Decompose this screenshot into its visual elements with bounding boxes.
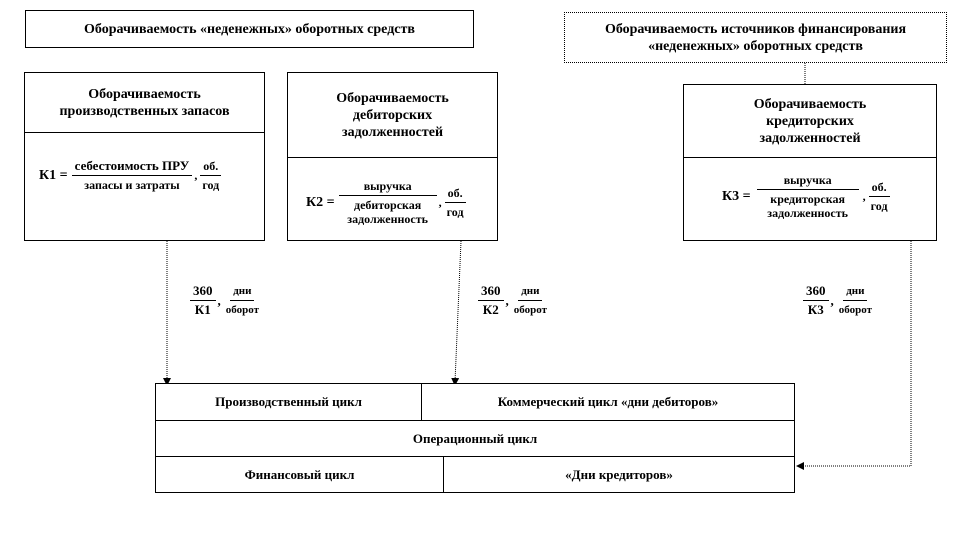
production-cycle-cell: Производственный цикл — [156, 384, 422, 421]
k1-formula: К1 = себестоимость ПРУ запасы и затраты … — [39, 159, 222, 192]
cycles-table: Производственный цикл Коммерческий цикл … — [155, 383, 795, 493]
operational-cycle-cell: Операционный цикл — [156, 421, 794, 457]
days3-denominator: К3 — [807, 302, 824, 317]
k1-label: К1 = — [39, 167, 68, 183]
k2-unit: об. год — [444, 186, 467, 219]
k3-unit: об. год — [868, 180, 891, 213]
k2-formula: К2 = выручка дебиторская задолженность ,… — [306, 179, 467, 226]
financial-cycle-cell: Финансовый цикл — [156, 457, 444, 492]
payables-turnover-box: Оборачиваемость кредиторских задолженнос… — [683, 84, 937, 241]
arrow-box2-to-commercial — [451, 240, 462, 386]
production-inventory-turnover-box: Оборачиваемость производственных запасов… — [24, 72, 265, 241]
days1-denominator: К1 — [194, 302, 211, 317]
k3-numerator: выручка — [756, 173, 859, 190]
k2-label: К2 = — [306, 194, 335, 210]
k2-denominator: дебиторская задолженность — [347, 198, 428, 226]
creditor-days-cell: «Дни кредиторов» — [565, 466, 673, 482]
k3-formula: К3 = выручка кредиторская задолженность … — [722, 173, 891, 220]
box2-title: Оборачиваемость дебиторских задолженност… — [288, 73, 497, 158]
k2-numerator: выручка — [338, 179, 437, 196]
box3-title: Оборачиваемость кредиторских задолженнос… — [684, 85, 936, 158]
k1-denominator: запасы и затраты — [84, 178, 180, 192]
box1-title: Оборачиваемость производственных запасов — [25, 73, 264, 133]
financing-sources-title: Оборачиваемость источников финансировани… — [564, 12, 947, 63]
arrow-box3-to-creditor-days — [796, 241, 912, 470]
k3-denominator: кредиторская задолженность — [767, 192, 848, 220]
days3-numerator: 360 — [803, 284, 829, 301]
turnover-noncash-assets-title: Оборачиваемость «неденежных» оборотных с… — [25, 10, 474, 48]
k2-fraction: выручка дебиторская задолженность — [338, 179, 437, 226]
days2-numerator: 360 — [478, 284, 504, 301]
days-formula-k3: 360 К3 , дни оборот — [803, 284, 875, 317]
days1-numerator: 360 — [190, 284, 216, 301]
k3-fraction: выручка кредиторская задолженность — [755, 173, 861, 220]
commercial-cycle-cell: Коммерческий цикл «дни дебиторов» — [422, 384, 794, 421]
turnover-noncash-assets-title-text: Оборачиваемость «неденежных» оборотных с… — [84, 21, 415, 37]
k3-label: К3 = — [722, 188, 751, 204]
k1-unit: об. год — [199, 159, 222, 192]
days-formula-k1: 360 К1 , дни оборот — [190, 284, 262, 317]
k1-numerator: себестоимость ПРУ — [71, 159, 193, 176]
k1-fraction: себестоимость ПРУ запасы и затраты — [71, 159, 193, 192]
financing-sources-title-text: Оборачиваемость источников финансировани… — [604, 21, 907, 54]
days-formula-k2: 360 К2 , дни оборот — [478, 284, 550, 317]
receivables-turnover-box: Оборачиваемость дебиторских задолженност… — [287, 72, 498, 241]
days2-denominator: К2 — [482, 302, 499, 317]
